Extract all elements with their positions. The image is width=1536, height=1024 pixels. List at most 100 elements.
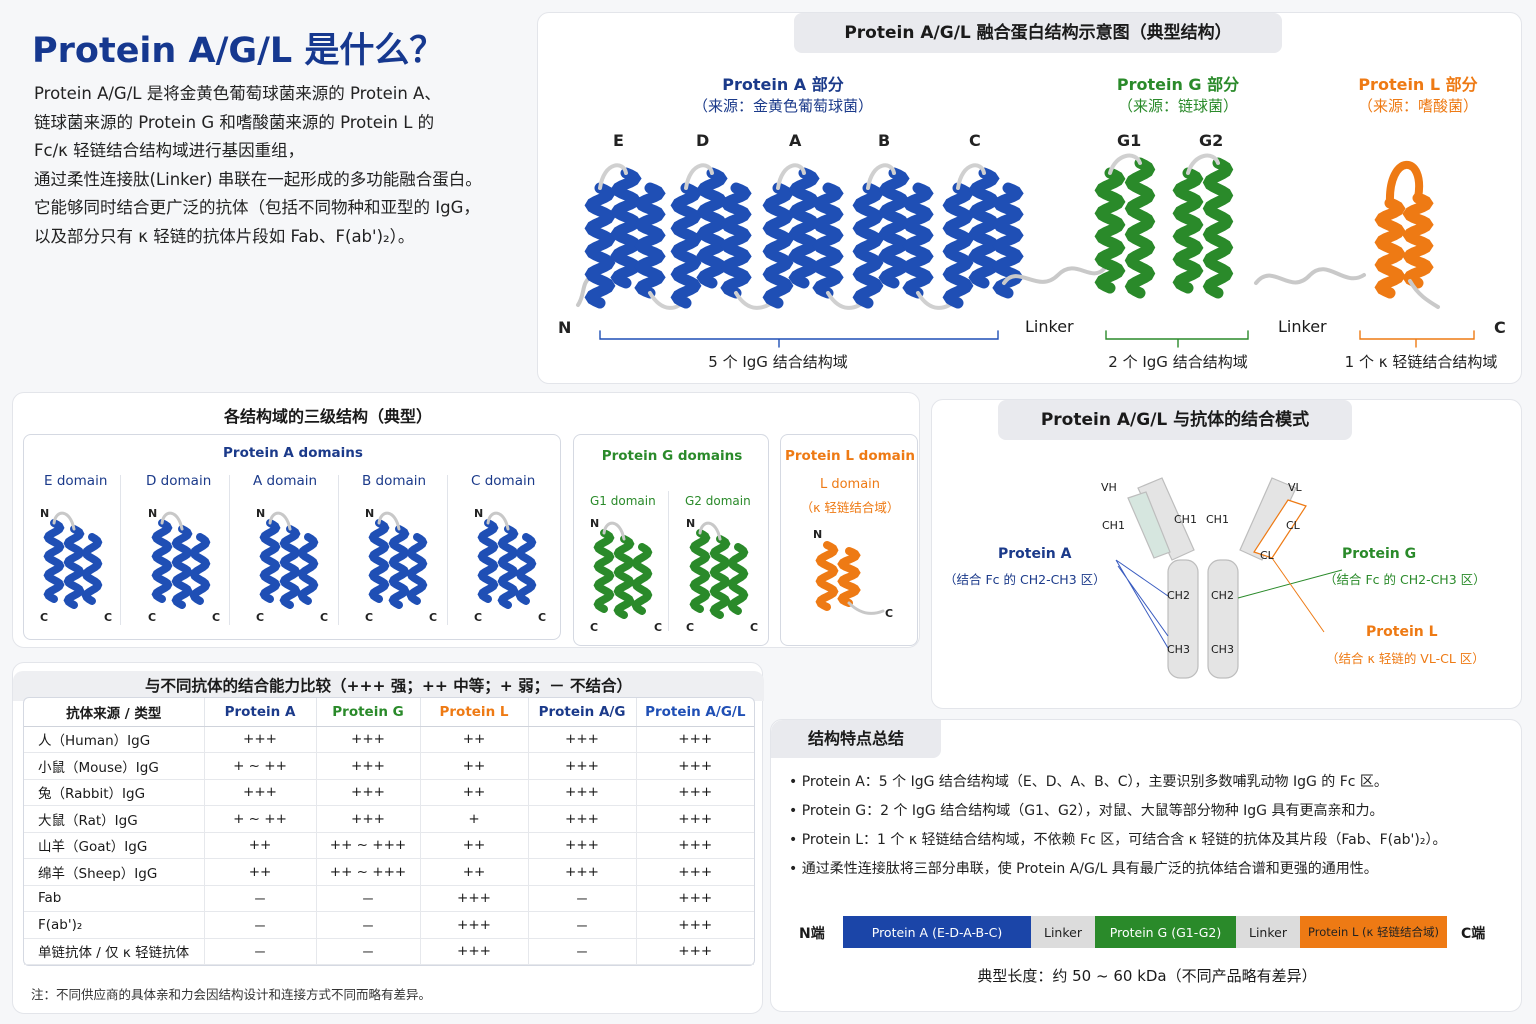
table-cell-source: 山羊（Goat）IgG (24, 832, 205, 859)
domain-letter-a: A (789, 131, 802, 150)
protein-a-domains-title: Protein A domains (223, 445, 363, 461)
g1-domain-label: G1 domain (590, 494, 656, 508)
binding-mode-panel: Protein A/G/L 与抗体的结合模式 VH VL CH1 CH1 CH1… (931, 399, 1522, 709)
protein-a-source: （来源：金黄色葡萄球菌） (692, 97, 873, 115)
tertiary-structure-panel: 各结构域的三级结构（典型） Protein A domains E domain… (12, 392, 920, 648)
table-cell-value: ++ ~ +++ (316, 858, 421, 886)
summary-bullet-linker: • 通过柔性连接肽将三部分串联，使 Protein A/G/L 具有最广泛的抗体… (789, 861, 1378, 877)
table-cell-value: － (316, 911, 421, 939)
table-cell-value: ++ (204, 858, 317, 886)
table-cell-value: +++ (636, 779, 754, 806)
table-cell-value: +++ (636, 832, 754, 859)
binding-protein-g-desc: （结合 Fc 的 CH2-CH3 区） (1324, 572, 1486, 587)
protein-l-domain-title: Protein L domain (784, 448, 916, 464)
comparison-title: 与不同抗体的结合能力比较（+++ 强；++ 中等；+ 弱；－ 不结合） (13, 671, 764, 701)
table-cell-value: +++ (420, 885, 529, 912)
fusion-structure-panel: Protein A/G/L 融合蛋白结构示意图（典型结构） Protein A … (537, 12, 1522, 384)
c-terminus-label: C (212, 611, 220, 624)
c-terminus-label: C (686, 621, 694, 634)
table-cell-source: 兔（Rabbit）IgG (24, 779, 205, 806)
ch2-right-label: CH2 (1211, 589, 1234, 602)
table-cell-value: +++ (528, 805, 637, 833)
c-terminus-label: C (654, 621, 662, 634)
table-cell-value: +++ (636, 885, 754, 912)
d-domain-label: D domain (146, 473, 212, 489)
table-cell-value: ++ (420, 752, 529, 780)
protein-a-bracket (599, 330, 999, 348)
table-row: 人（Human）IgG++++++++++++++ (24, 726, 754, 753)
protein-g-domain-ribbon-1 (689, 521, 749, 619)
binding-protein-a-desc: （结合 Fc 的 CH2-CH3 区） (944, 572, 1106, 587)
table-row: 单链抗体 / 仅 κ 轻链抗体－－+++－+++ (24, 938, 754, 965)
table-cell-source: F(ab')₂ (24, 911, 205, 939)
linker-1-ribbon (1002, 266, 1106, 285)
table-cell-value: ++ (420, 779, 529, 806)
typical-length: 典型长度：约 50 ~ 60 kDa（不同产品略有差异） (977, 967, 1317, 985)
table-row: 大鼠（Rat）IgG+ ~ ++++++++++++ (24, 805, 754, 833)
table-cell-value: ++ (420, 858, 529, 886)
binding-protein-g-label: Protein G (1342, 546, 1417, 562)
c-terminus-label: C (148, 611, 156, 624)
comparison-note: 注：不同供应商的具体亲和力会因结构设计和连接方式不同而略有差异。 (31, 987, 432, 1002)
protein-l-bracket (1359, 330, 1475, 348)
l-domain-label: L domain (819, 477, 881, 492)
table-cell-value: +++ (316, 805, 421, 833)
protein-l-ribbon (1374, 160, 1434, 299)
b-domain-label: B domain (362, 473, 427, 489)
summary-title: 结构特点总结 (771, 720, 941, 758)
table-cell-value: +++ (636, 938, 754, 965)
table-cell-value: +++ (316, 752, 421, 780)
protein-g-source: （来源：链球菌） (1117, 97, 1238, 115)
bar-segment-protein-l: Protein L (κ 轻链结合域) (1300, 916, 1447, 948)
table-cell-value: +++ (636, 858, 754, 886)
n-terminus-label: N (813, 528, 822, 541)
table-cell-value: ++ ~ +++ (316, 832, 421, 859)
c-terminus-label: C (590, 621, 598, 634)
n-terminus-label: N (40, 507, 49, 520)
page-title: Protein A/G/L 是什么？ (32, 31, 445, 71)
binding-protein-a-label: Protein A (998, 546, 1072, 562)
col-header-protein-l: Protein L (420, 698, 529, 727)
col-header-protein-a: Protein A (204, 698, 317, 727)
protein-l-label: Protein L 部分 (1358, 75, 1478, 94)
table-cell-value: + ~ ++ (204, 752, 317, 780)
col-header-source: 抗体来源 / 类型 (24, 698, 205, 727)
table-cell-source: 绵羊（Sheep）IgG (24, 858, 205, 886)
intro-line: 以及部分只有 κ 轻链的抗体片段如 Fab、F(ab')₂）。 (34, 226, 415, 246)
n-terminus-label: N (686, 517, 695, 530)
table-cell-value: ++ (204, 832, 317, 859)
ch3-left-label: CH3 (1167, 643, 1190, 656)
table-cell-value: +++ (528, 779, 637, 806)
table-row: F(ab')₂－－+++－+++ (24, 911, 754, 939)
table-cell-source: 大鼠（Rat）IgG (24, 805, 205, 833)
fc-left (1167, 559, 1199, 679)
c-terminus-label: C (750, 621, 758, 634)
col-header-protein-ag: Protein A/G (528, 698, 637, 727)
table-row: Fab－－+++－+++ (24, 885, 754, 912)
light-chain-left (1127, 491, 1171, 559)
binding-panel-title: Protein A/G/L 与抗体的结合模式 (998, 400, 1352, 440)
col-header-protein-g: Protein G (316, 698, 421, 727)
table-row: 兔（Rabbit）IgG++++++++++++++ (24, 779, 754, 806)
table-cell-value: + (420, 805, 529, 833)
table-cell-value: +++ (636, 726, 754, 753)
ch1-left-inner-label: CH1 (1174, 513, 1197, 526)
heavy-chain-right-arm (1239, 477, 1297, 561)
domain-letter-d: D (696, 131, 710, 150)
comparison-table-body: 人（Human）IgG++++++++++++++小鼠（Mouse）IgG+ ~… (24, 726, 754, 965)
c-terminus-label: C (1494, 318, 1506, 337)
summary-bullet-a: • Protein A：5 个 IgG 结合结构域（E、D、A、B、C），主要识… (789, 774, 1388, 790)
protein-g-ribbon (1094, 153, 1234, 299)
protein-a-domain-ribbon-4 (477, 511, 537, 609)
intro-line: Protein A/G/L 是将金黄色葡萄球菌来源的 Protein A、 (34, 84, 441, 103)
protein-a-ribbon (584, 163, 1024, 310)
protein-l-domain-ribbon (815, 541, 885, 615)
protein-l-tertiary-ribbon: NC (813, 528, 893, 620)
table-cell-value: +++ (204, 779, 317, 806)
table-cell-value: － (528, 911, 637, 939)
bar-segment-linker-1: Linker (1031, 916, 1095, 948)
bar-segment-protein-a: Protein A (E-D-A-B-C) (843, 916, 1031, 948)
